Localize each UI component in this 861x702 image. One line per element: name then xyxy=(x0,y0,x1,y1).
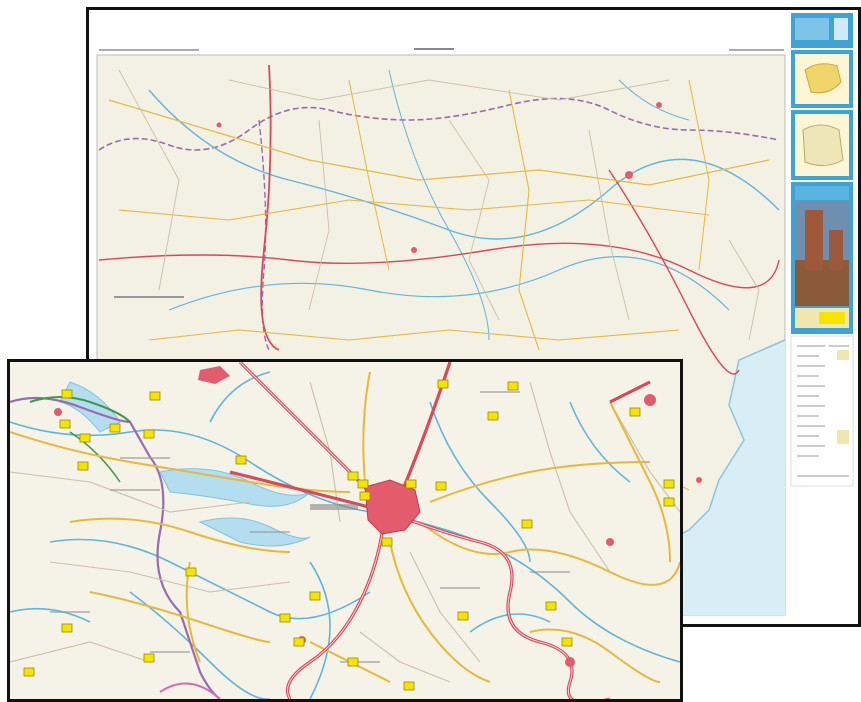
inset-region-border xyxy=(10,396,221,699)
sea-area xyxy=(469,340,785,615)
map-inset-zoom xyxy=(7,359,683,702)
city-label xyxy=(310,504,358,510)
legend-panel xyxy=(790,335,854,487)
region-border xyxy=(98,97,780,151)
map-inset-graphic xyxy=(10,362,680,699)
road-marker-icon xyxy=(23,379,675,691)
city-icon xyxy=(364,479,421,535)
